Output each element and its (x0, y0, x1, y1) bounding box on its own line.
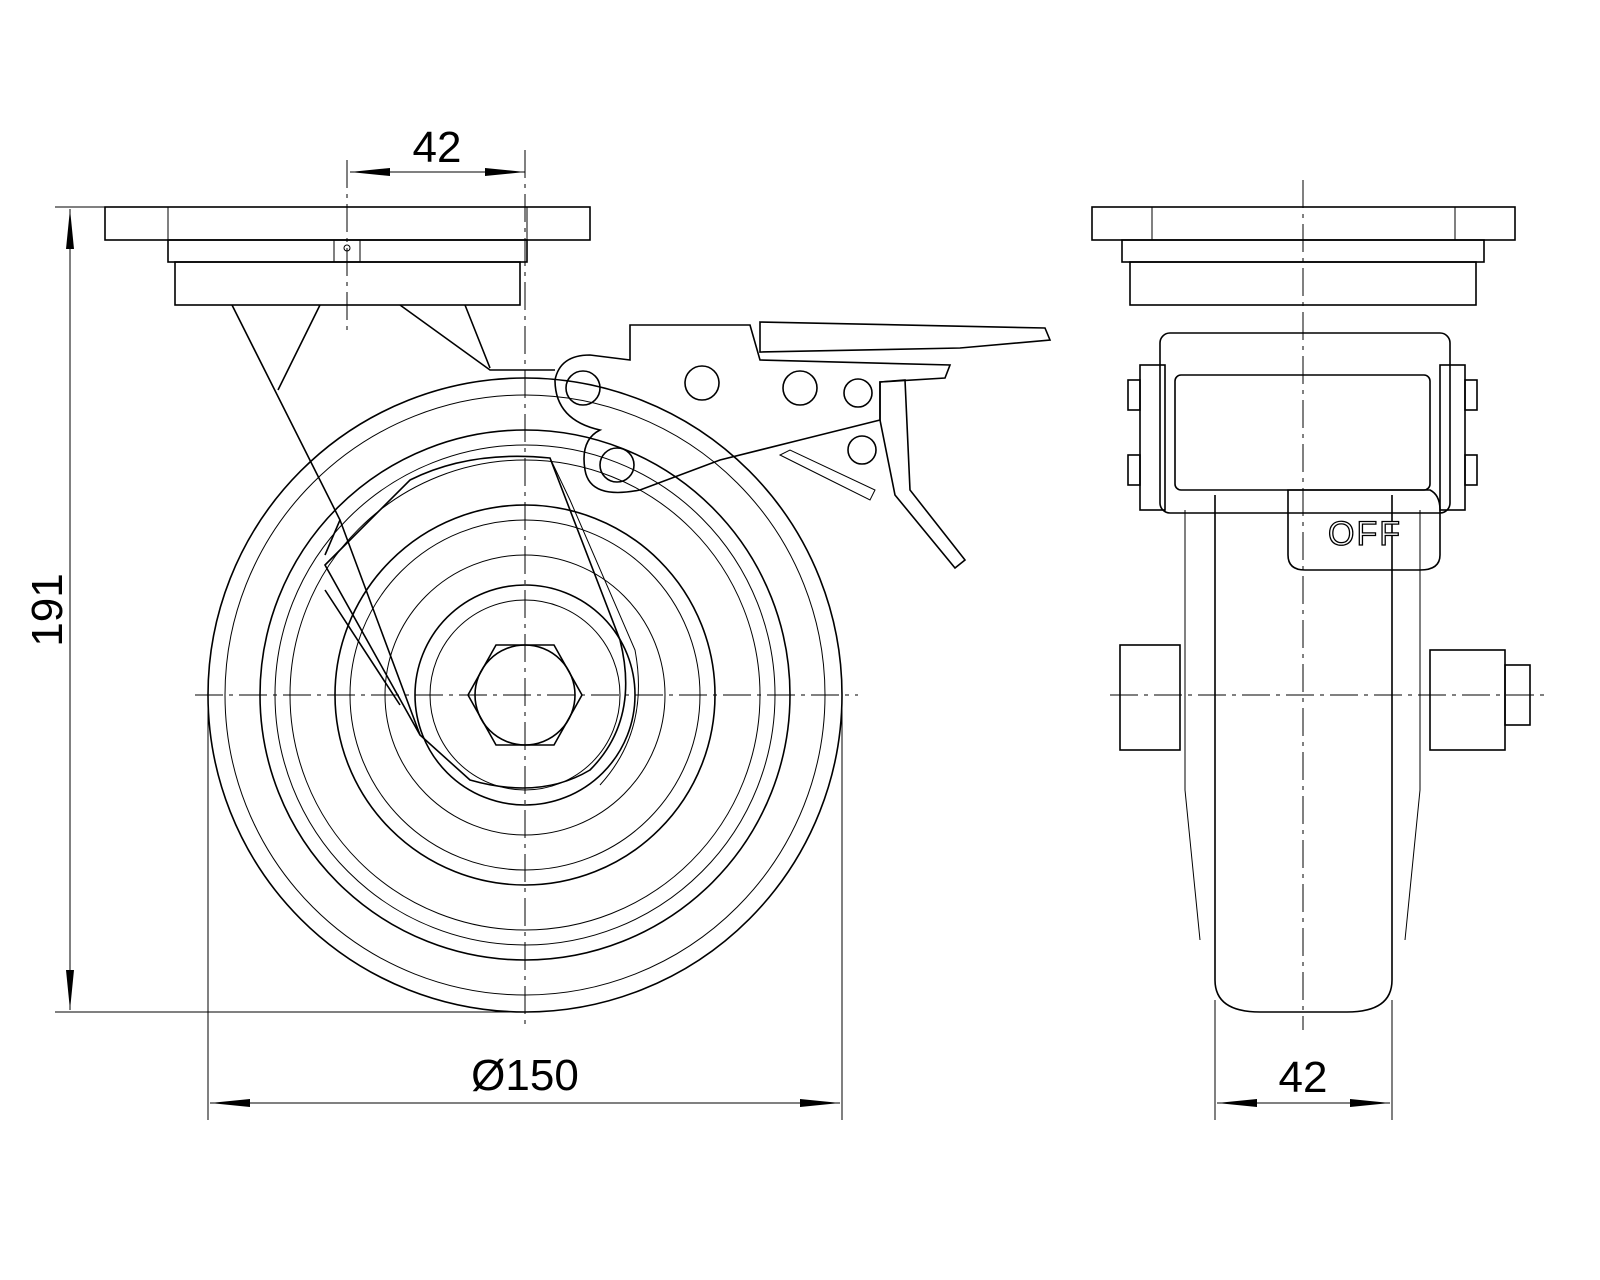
front-view (104, 150, 1052, 1030)
dimensions: 42 191 Ø150 42 (23, 123, 1393, 1120)
brake-indicator (1287, 489, 1441, 571)
brake-status-label: OFF (1328, 515, 1402, 553)
dim-bolt-offset: 42 (413, 123, 462, 172)
side-view: OFF (1091, 180, 1545, 1030)
brake-pedal (759, 321, 1052, 353)
release-lever (879, 379, 967, 570)
dim-wheel-diameter: Ø150 (471, 1051, 579, 1100)
dim-wheel-width: 42 (1279, 1053, 1328, 1102)
brake-assembly (554, 324, 952, 494)
wheel-side (1214, 495, 1393, 1013)
hub-nut (1119, 644, 1181, 751)
dim-total-height: 191 (23, 573, 72, 646)
